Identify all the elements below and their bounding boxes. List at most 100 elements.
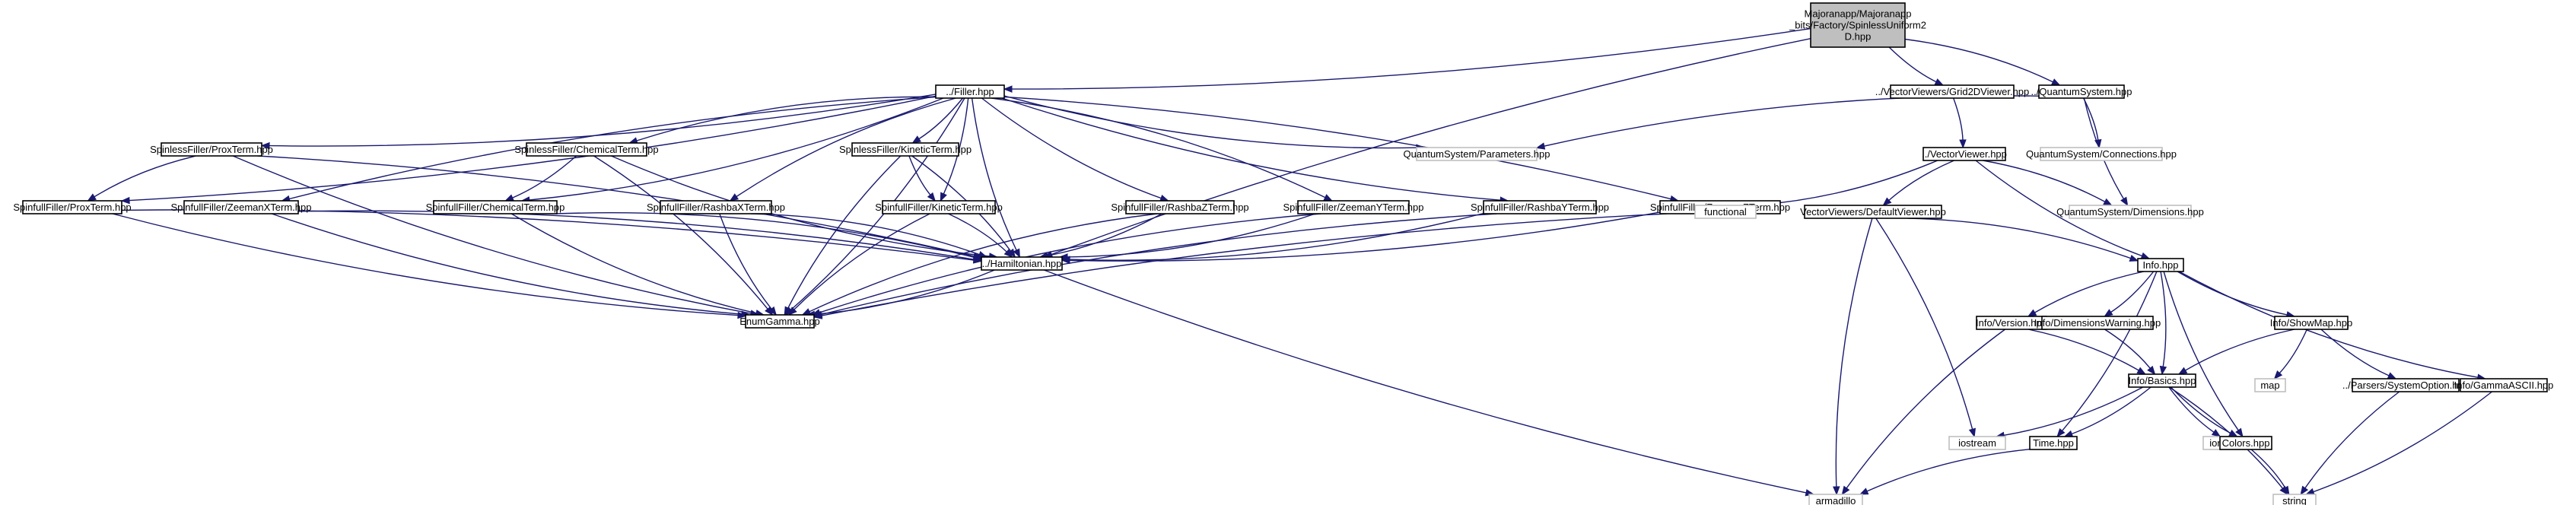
node-ham[interactable]: ../Hamiltonian.hpp bbox=[981, 256, 1063, 271]
node-label: Info/Version.hpp bbox=[1976, 317, 2047, 329]
node-sf_kin[interactable]: SpinfullFiller/KineticTerm.hpp bbox=[875, 200, 1003, 214]
edge-info-to-time bbox=[2056, 271, 2158, 438]
node-iver[interactable]: Info/Version.hpp bbox=[1976, 316, 2047, 330]
node-label: ../Hamiltonian.hpp bbox=[982, 258, 1062, 269]
edge-arrowhead bbox=[2136, 367, 2147, 375]
edge-arrowhead bbox=[2147, 365, 2156, 376]
node-ibasics[interactable]: Info/Basics.hpp bbox=[2128, 373, 2196, 388]
graph-edges bbox=[87, 27, 2493, 497]
node-label: SpinfullFiller/ZeemanYTerm.hpp bbox=[1283, 202, 1424, 213]
node-sf_prox[interactable]: SpinfullFiller/ProxTerm.hpp bbox=[13, 200, 132, 214]
edge-line bbox=[918, 97, 964, 140]
edge-info-to-ibasics bbox=[2159, 271, 2167, 376]
node-time[interactable]: Time.hpp bbox=[2029, 436, 2078, 450]
edge-arrowhead bbox=[1833, 486, 1840, 496]
edge-arrowhead bbox=[729, 193, 739, 202]
edge-line bbox=[793, 213, 930, 310]
edge-line bbox=[736, 97, 956, 198]
node-label: Info.hpp bbox=[2143, 259, 2179, 271]
node-idimw[interactable]: Info/DimensionsWarning.hpp bbox=[2034, 316, 2161, 330]
edge-info-to-idimw bbox=[2104, 271, 2155, 317]
node-box bbox=[1694, 205, 1757, 219]
edge-arrowhead bbox=[2050, 78, 2061, 86]
node-label: ../Filler.hpp bbox=[946, 86, 994, 97]
node-sf_rx[interactable]: SpinfullFiller/RashbaXTerm.hpp bbox=[647, 200, 785, 214]
node-info[interactable]: Info.hpp bbox=[2137, 258, 2184, 272]
node-sf_ry[interactable]: SpinfullFiller/RashbaYTerm.hpp bbox=[1471, 200, 1609, 214]
node-params: QuantumSystem/Parameters.hpp bbox=[1404, 147, 1550, 161]
node-sysopt[interactable]: ../Parsers/SystemOption.hpp bbox=[2342, 378, 2469, 392]
node-filler[interactable]: ../Filler.hpp bbox=[935, 84, 1005, 99]
node-egamma[interactable]: EnumGamma.hpp bbox=[739, 314, 820, 329]
edge-vviewer-to-dims bbox=[1983, 160, 2113, 206]
edge-line bbox=[1846, 329, 2006, 489]
edge-line bbox=[2169, 386, 2283, 489]
node-sf_rz[interactable]: SpinfullFiller/RashbaZTerm.hpp bbox=[1111, 200, 1249, 214]
edge-line bbox=[2170, 386, 2231, 434]
node-label: SpinfullFiller/KineticTerm.hpp bbox=[875, 202, 1003, 213]
node-box bbox=[660, 200, 772, 214]
edge-sl_kin-to-sf_kin bbox=[908, 155, 936, 202]
node-vviewer[interactable]: ../VectorViewer.hpp bbox=[1922, 147, 2007, 161]
edge-sysopt-to-string bbox=[2300, 391, 2400, 496]
edge-filler-to-sl_chem bbox=[628, 96, 937, 145]
node-map: map bbox=[2254, 378, 2286, 392]
edge-defviewer-to-iostream bbox=[1875, 218, 1976, 438]
node-sf_chem[interactable]: SpinfullFiller/ChemicalTerm.hpp bbox=[426, 200, 565, 214]
node-sl_prox[interactable]: SpinlessFiller/ProxTerm.hpp bbox=[150, 142, 273, 157]
node-iascii[interactable]: Info/GammaASCII.hpp bbox=[2454, 378, 2554, 392]
edge-ishow-to-sysopt bbox=[2320, 329, 2397, 380]
node-label: map bbox=[2260, 380, 2279, 391]
edge-iver-to-ibasics bbox=[2027, 329, 2147, 375]
edge-line bbox=[2071, 386, 2151, 435]
node-box bbox=[1922, 147, 2006, 161]
node-grid2d[interactable]: ../VectorViewers/Grid2DViewer.hpp bbox=[1875, 84, 2030, 99]
node-label: _bits/Factory/SpinlessUniform2 bbox=[1789, 20, 1926, 31]
node-sl_kin[interactable]: SpinlessFiller/KineticTerm.hpp bbox=[839, 142, 972, 157]
edge-line bbox=[719, 213, 772, 310]
node-box bbox=[2274, 316, 2349, 330]
node-defviewer[interactable]: VectorViewers/DefaultViewer.hpp bbox=[1800, 205, 1946, 219]
edge-arrowhead bbox=[768, 306, 778, 316]
node-label: ../VectorViewer.hpp bbox=[1922, 148, 2007, 160]
node-sf_zx[interactable]: SpinfullFiller/ZeemanXTerm.hpp bbox=[171, 200, 312, 214]
node-box bbox=[1125, 200, 1235, 214]
edge-root-to-grid2d bbox=[1888, 46, 1945, 86]
node-sf_zy[interactable]: SpinfullFiller/ZeemanYTerm.hpp bbox=[1283, 200, 1424, 214]
graph-nodes: Majoranapp/Majoranapp_bits/Factory/Spinl… bbox=[13, 2, 2554, 505]
edge-line bbox=[636, 96, 937, 141]
node-label: armadillo bbox=[1816, 495, 1856, 505]
edge-line bbox=[814, 269, 995, 315]
edge-line bbox=[948, 213, 1007, 252]
edge-arrowhead bbox=[1959, 139, 1967, 149]
edge-line bbox=[129, 95, 937, 202]
edge-line bbox=[269, 94, 937, 147]
edge-defviewer-to-info bbox=[1907, 218, 2139, 262]
node-qsys[interactable]: ../QuantumSystem.hpp bbox=[2031, 84, 2132, 99]
edge-sl_prox-to-sf_prox bbox=[87, 155, 196, 202]
edge-arrowhead bbox=[2273, 370, 2283, 380]
node-box bbox=[433, 200, 558, 214]
node-label: string bbox=[2282, 495, 2307, 505]
node-label: Info/Basics.hpp bbox=[2129, 375, 2196, 386]
edge-arrowhead bbox=[2211, 429, 2221, 437]
edge-line bbox=[1875, 218, 1973, 430]
edge-arrowhead bbox=[1323, 194, 1334, 202]
edge-arrowhead bbox=[940, 192, 947, 202]
edge-line bbox=[2163, 271, 2239, 431]
edge-line bbox=[2168, 386, 2215, 433]
edge-line bbox=[1975, 160, 2142, 257]
edge-line bbox=[1067, 213, 1316, 258]
node-ishow[interactable]: Info/ShowMap.hpp bbox=[2270, 316, 2352, 330]
edge-iver-to-armadillo bbox=[1841, 329, 2006, 496]
edge-arrowhead bbox=[1882, 197, 1892, 206]
edge-line bbox=[1003, 95, 1417, 149]
edge-arrowhead bbox=[120, 196, 130, 205]
edge-line bbox=[1907, 218, 2131, 259]
node-sl_chem[interactable]: SpinlessFiller/ChemicalTerm.hpp bbox=[514, 142, 659, 157]
node-box bbox=[935, 84, 1005, 99]
node-box bbox=[2029, 436, 2078, 450]
node-colors[interactable]: Colors.hpp bbox=[2219, 436, 2272, 450]
edge-defviewer-to-armadillo bbox=[1833, 218, 1873, 496]
node-box bbox=[183, 200, 299, 214]
